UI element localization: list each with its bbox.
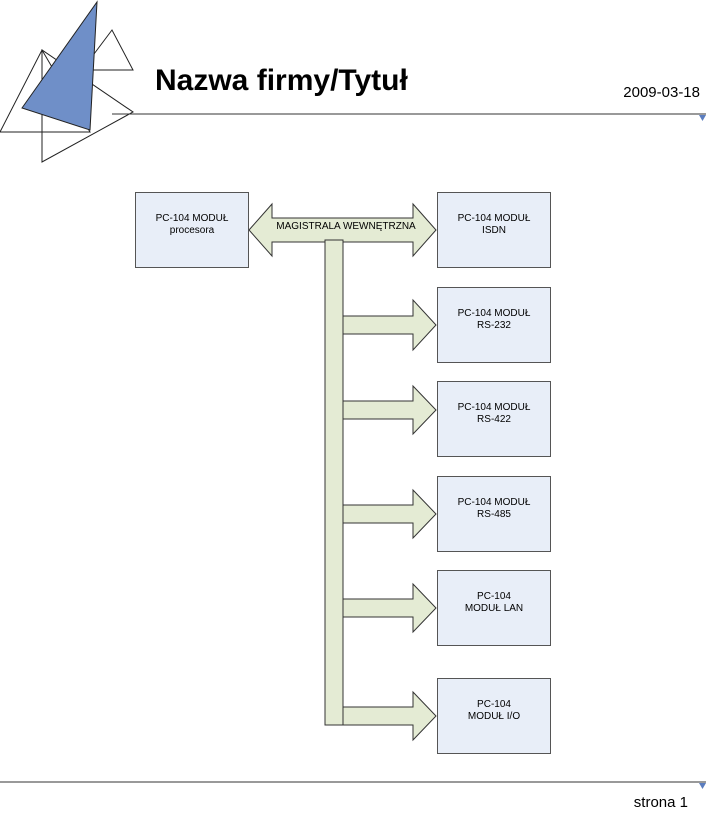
module-box-rs422: PC-104 MODUŁ RS-422 [437,381,551,457]
module-box-rs485: PC-104 MODUŁ RS-485 [437,476,551,552]
logo-triangles [0,0,134,163]
module-box-rs232: PC-104 MODUŁ RS-232 [437,287,551,363]
bus-label: MAGISTRALA WEWNĘTRZNA [276,221,416,232]
module-box-line2: RS-232 [477,320,511,331]
module-box-line2: ISDN [482,225,506,236]
page-title: Nazwa firmy/Tytuł [155,64,408,97]
module-box-line2: RS-485 [477,509,511,520]
bus-vertical-bar [324,239,344,726]
header-rule-marker-icon [699,115,706,121]
module-box-line1: PC-104 MODUŁ [457,213,531,224]
module-box-line2: procesora [169,225,215,236]
module-box-line1: PC-104 MODUŁ [457,402,531,413]
module-box-io: PC-104 MODUŁ I/O [437,678,551,754]
module-box-line2: RS-422 [477,414,511,425]
footer-rule-marker-icon [699,783,706,789]
logo-triangle-outline-3 [81,29,134,71]
branch-arrow-rs485 [342,488,437,540]
branch-arrow-rs422 [342,384,437,436]
footer-page-number: strona 1 [633,794,688,811]
module-box-line1: PC-104 MODUŁ [457,308,531,319]
module-box-line2: MODUŁ I/O [467,711,521,722]
logo-triangle-blue [21,0,98,131]
module-box-lan: PC-104 MODUŁ LAN [437,570,551,646]
module-box-line2: MODUŁ LAN [464,603,524,614]
module-box-line1: PC-104 MODUŁ [457,497,531,508]
header-date: 2009-03-18 [623,84,700,101]
bus-double-arrow [248,202,437,258]
branch-arrow-rs232 [342,298,437,352]
branch-arrow-lan [342,582,437,634]
module-box-line1: PC-104 [477,699,511,710]
module-box-line1: PC-104 [477,591,511,602]
module-box-line1: PC-104 MODUŁ [155,213,229,224]
module-box-isdn: PC-104 MODUŁ ISDN [437,192,551,268]
module-box-processor: PC-104 MODUŁ procesora [135,192,249,268]
branch-arrow-io [342,690,437,742]
